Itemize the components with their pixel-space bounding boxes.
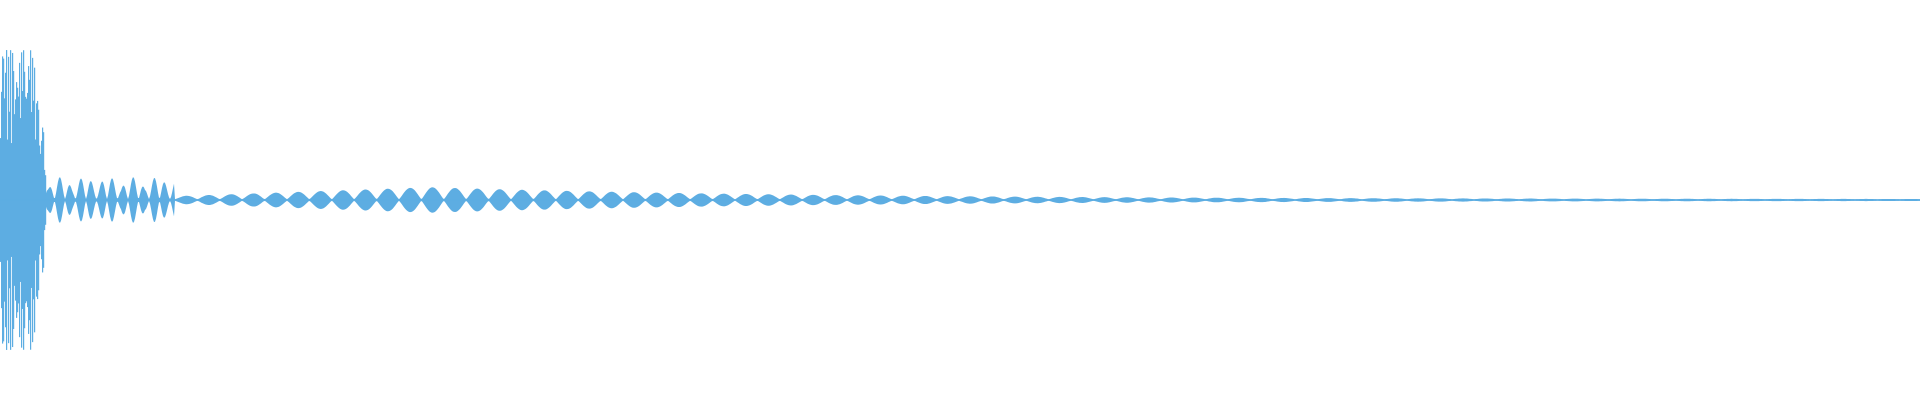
audio-waveform [0,50,1920,350]
